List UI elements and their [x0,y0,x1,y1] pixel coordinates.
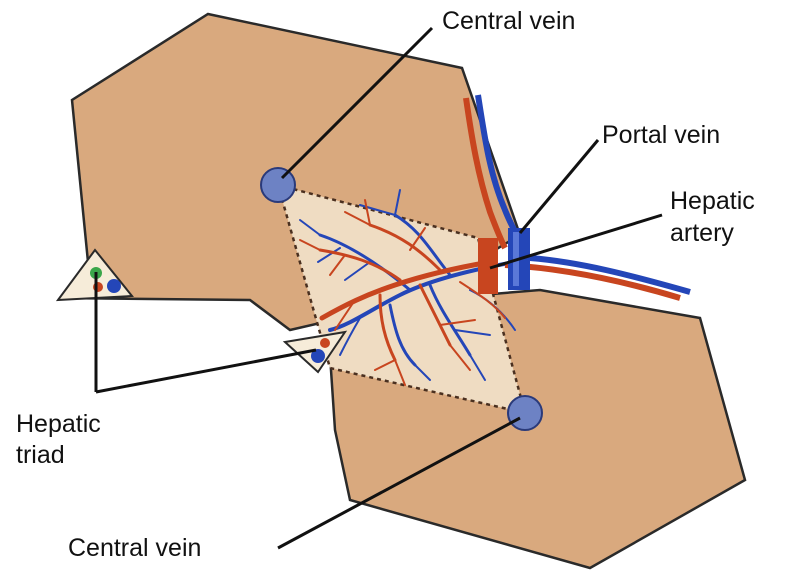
label-hepatic-artery-line1: Hepatic [670,187,755,215]
portal-vein-trunk-right [530,258,690,292]
label-central-vein-top: Central vein [442,7,575,35]
portal-vein-left [107,279,121,293]
label-hepatic-triad-line1: Hepatic [16,410,101,438]
label-central-vein-bottom: Central vein [68,534,201,562]
central-vein-upper [261,168,295,202]
label-hepatic-triad-line2: triad [16,441,65,469]
central-vein-lower [508,396,542,430]
label-portal-vein: Portal vein [602,121,720,149]
hepatic-artery-center [320,338,330,348]
label-hepatic-artery-line2: artery [670,219,734,247]
